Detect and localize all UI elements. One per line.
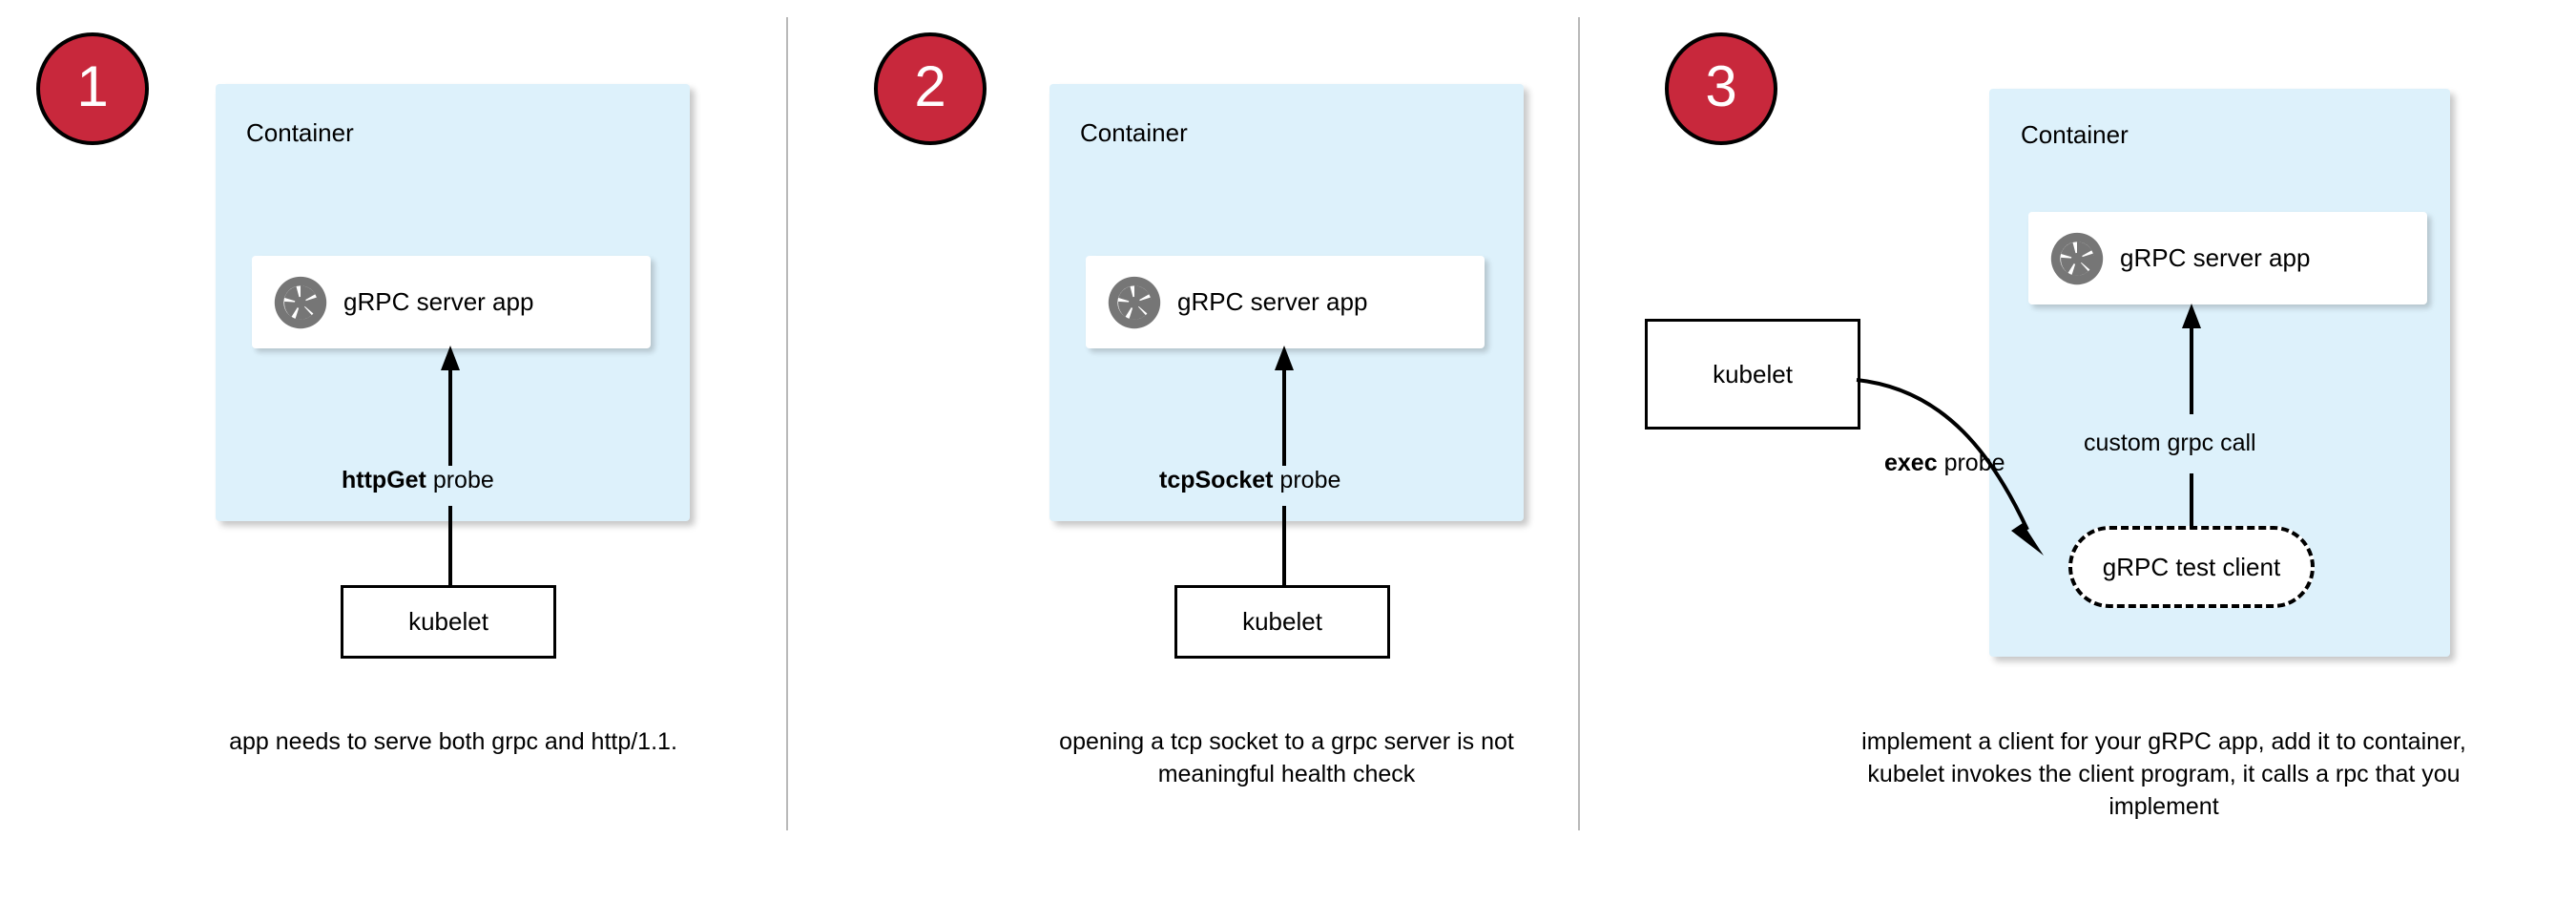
httpget-probe-arrow xyxy=(441,346,460,466)
custom-grpc-call-label: custom grpc call xyxy=(2084,430,2256,456)
grpc-logo-icon xyxy=(2049,231,2105,286)
kubelet-connector-1 xyxy=(448,506,452,588)
grpc-logo-icon xyxy=(1107,275,1162,330)
tcpsocket-probe-arrow xyxy=(1275,346,1294,466)
step-badge-1: 1 xyxy=(36,32,149,145)
custom-grpc-call-arrow-lower xyxy=(2190,473,2193,529)
grpc-server-app-label-1: gRPC server app xyxy=(343,287,534,316)
container-title-1: Container xyxy=(246,118,354,147)
kubelet-box-2: kubelet xyxy=(1174,585,1390,659)
exec-probe-arrow xyxy=(1856,378,2044,556)
custom-grpc-call-arrow-upper xyxy=(2182,304,2201,414)
kubelet-label-1: kubelet xyxy=(408,607,488,636)
exec-probe-label-bold: exec xyxy=(1884,450,1938,476)
httpget-probe-label-bold: httpGet xyxy=(342,467,426,493)
httpget-probe-label-rest: probe xyxy=(426,467,494,493)
grpc-logo-icon xyxy=(273,275,328,330)
grpc-server-app-card-1: gRPC server app xyxy=(252,256,651,348)
tcpsocket-probe-label-rest: probe xyxy=(1273,467,1341,493)
step-badge-2-label: 2 xyxy=(914,54,946,118)
step-badge-2: 2 xyxy=(874,32,987,145)
kubelet-connector-2 xyxy=(1282,506,1286,588)
panel-divider-2 xyxy=(1578,17,1580,830)
grpc-test-client-box: gRPC test client xyxy=(2068,526,2315,608)
panel-caption-1: app needs to serve both grpc and http/1.… xyxy=(229,728,677,755)
kubelet-label-2: kubelet xyxy=(1242,607,1322,636)
panel-caption-2: opening a tcp socket to a grpc server is… xyxy=(1059,728,1514,787)
tcpsocket-probe-label-bold: tcpSocket xyxy=(1159,467,1274,493)
grpc-server-app-card-3: gRPC server app xyxy=(2028,212,2427,304)
grpc-server-app-label-3: gRPC server app xyxy=(2120,243,2311,272)
container-title-3: Container xyxy=(2021,120,2129,149)
kubelet-label-3: kubelet xyxy=(1713,359,1793,388)
exec-probe-label: exec probe xyxy=(1884,450,2005,477)
tcpsocket-probe-label: tcpSocket probe xyxy=(1159,467,1340,494)
grpc-server-app-card-2: gRPC server app xyxy=(1086,256,1485,348)
container-title-2: Container xyxy=(1080,118,1188,147)
kubelet-box-3: kubelet xyxy=(1645,319,1860,430)
kubelet-box-1: kubelet xyxy=(341,585,556,659)
step-badge-3-label: 3 xyxy=(1705,54,1737,118)
grpc-server-app-label-2: gRPC server app xyxy=(1177,287,1368,316)
exec-probe-label-rest: probe xyxy=(1937,450,2005,476)
panel-caption-3: implement a client for your gRPC app, ad… xyxy=(1861,728,2466,820)
step-badge-3: 3 xyxy=(1665,32,1777,145)
step-badge-1-label: 1 xyxy=(76,54,109,118)
panel-divider-1 xyxy=(786,17,788,830)
grpc-test-client-label: gRPC test client xyxy=(2102,552,2281,581)
httpget-probe-label: httpGet probe xyxy=(342,467,494,494)
